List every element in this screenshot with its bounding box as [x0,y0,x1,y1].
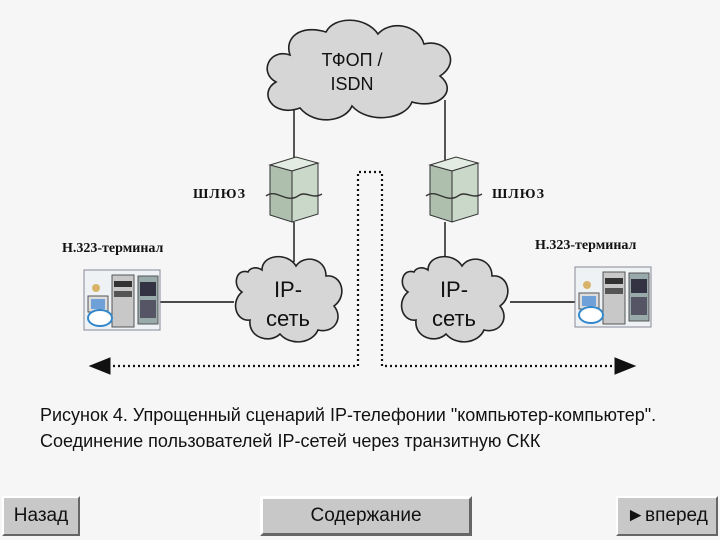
terminal-right-computer [574,266,652,328]
pstn-cloud-line1: ТФОП / [321,50,382,70]
back-button[interactable]: Назад [2,496,80,536]
transit-path [88,170,637,375]
terminal-left-computer [83,269,161,331]
figure-caption: Рисунок 4. Упрощенный сценарий IP-телефо… [40,405,657,451]
forward-button[interactable]: ►вперед [616,496,718,536]
terminal-left-label: Н.323-терминал [62,241,164,256]
gateway-right-label: ШЛЮЗ [492,187,545,202]
ip-cloud-left-line1: IP- [274,277,302,302]
network-diagram: ТФОП / ISDN ШЛЮЗ ШЛЮЗ Н.323-терминал Н.3… [62,19,652,375]
pstn-isdn-cloud: ТФОП / ISDN [266,19,452,121]
ip-cloud-right: IP- сеть [400,255,509,343]
ip-cloud-left-line2: сеть [266,306,310,331]
gateway-left-server [265,156,323,223]
contents-button[interactable]: Содержание [260,496,472,536]
gateway-left-label: ШЛЮЗ [193,187,246,202]
ip-cloud-left: IP- сеть [234,255,343,343]
connection-lines [160,100,575,303]
pstn-cloud-line2: ISDN [330,74,373,94]
terminal-right-label: Н.323-терминал [535,238,637,253]
ip-cloud-right-line1: IP- [440,277,468,302]
gateway-right-server [425,156,483,223]
ip-cloud-right-line2: сеть [432,306,476,331]
